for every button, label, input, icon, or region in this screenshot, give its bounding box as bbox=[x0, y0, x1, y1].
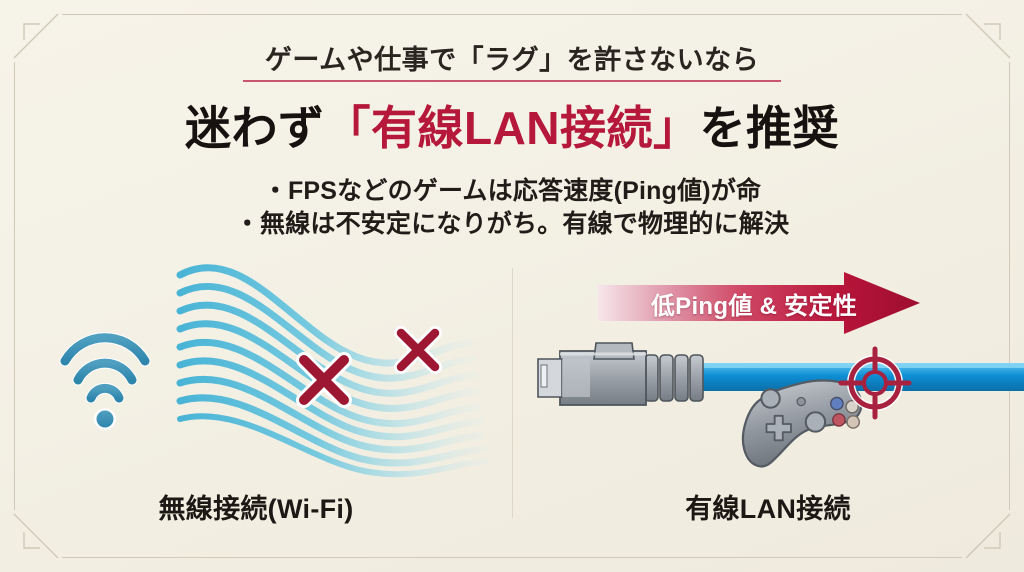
rj45-connector-icon bbox=[537, 342, 704, 406]
wifi-icon bbox=[59, 332, 151, 430]
crosshair-icon bbox=[838, 346, 912, 420]
corner-ornament-bottom-right bbox=[956, 504, 1014, 562]
corner-ornament-top-left bbox=[10, 10, 68, 68]
frame-line-top bbox=[62, 14, 962, 15]
kicker-text: ゲームや仕事で「ラグ」を許さないなら bbox=[264, 45, 760, 75]
red-x-icon bbox=[394, 326, 442, 374]
page-title: 迷わず「有線LAN接続」を推奨 bbox=[0, 92, 1024, 158]
corner-ornament-bottom-left bbox=[10, 504, 68, 562]
panel-divider bbox=[512, 268, 513, 518]
headline-emphasis: 「有線LAN接続」 bbox=[324, 102, 700, 154]
illustration-stage bbox=[0, 255, 1024, 495]
corner-ornament-top-right bbox=[956, 10, 1014, 68]
arrow-label: 低Ping値 & 安定性 bbox=[650, 292, 858, 320]
frame-line-left bbox=[14, 62, 15, 510]
right-arrow-icon: 低Ping値 & 安定性 bbox=[598, 272, 920, 334]
kicker-underline bbox=[243, 80, 781, 82]
list-item: ・無線は不安定になりがち。有線で物理的に解決 bbox=[234, 210, 790, 239]
gamepad-icon bbox=[741, 379, 863, 468]
headline-suffix: を推奨 bbox=[699, 102, 840, 154]
red-x-icon bbox=[296, 352, 352, 408]
list-item: ・FPSなどのゲームは応答速度(Ping値)が命 bbox=[262, 177, 762, 205]
bullet-list: ・FPSなどのゲームは応答速度(Ping値)が命 ・無線は不安定になりがち。有線… bbox=[0, 175, 1024, 242]
headline-prefix: 迷わず bbox=[184, 102, 325, 154]
caption-wired: 有線LAN接続 bbox=[685, 494, 851, 524]
caption-wireless: 無線接続(Wi-Fi) bbox=[158, 494, 354, 524]
frame-line-bottom bbox=[62, 557, 962, 558]
frame-line-right bbox=[1009, 62, 1010, 510]
